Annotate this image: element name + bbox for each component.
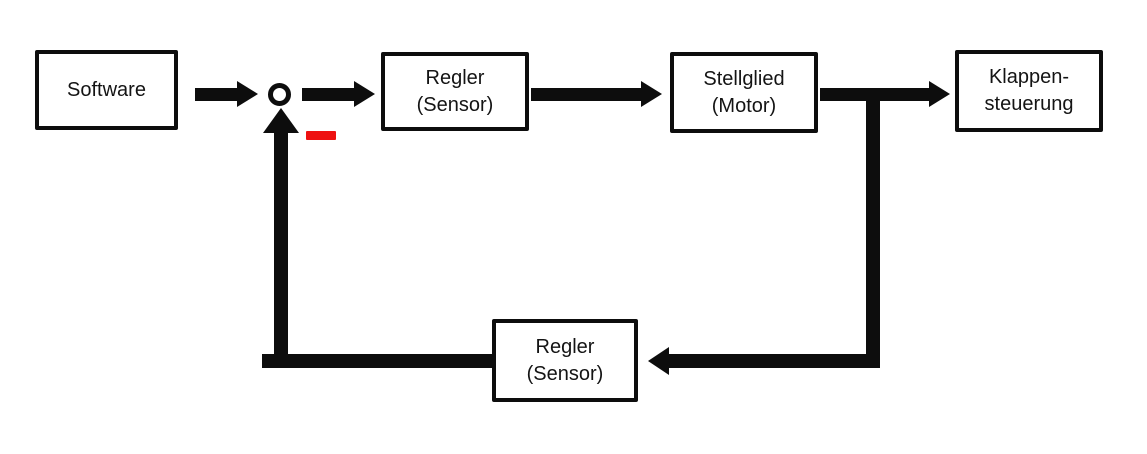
feedback-into-junction-head-icon bbox=[263, 108, 299, 133]
arrow-junction-to-regler-head-icon bbox=[354, 81, 375, 107]
arrow-stellglied-to-klappen-head-icon bbox=[929, 81, 950, 107]
node-regler-bottom-line2: (Sensor) bbox=[526, 362, 604, 385]
arrow-junction-to-regler-shaft bbox=[302, 88, 356, 101]
feedback-right-horizontal-line bbox=[666, 354, 880, 368]
node-regler-sensor-top: Regler (Sensor) bbox=[381, 52, 529, 131]
node-regler-sensor-bottom: Regler (Sensor) bbox=[492, 319, 638, 402]
node-software-label: Software bbox=[67, 78, 146, 101]
node-klappen-line1: Klappen- bbox=[988, 66, 1070, 88]
node-stellglied-motor: Stellglied (Motor) bbox=[670, 52, 818, 133]
node-regler-top-line1: Regler bbox=[425, 66, 485, 89]
node-klappensteuerung: Klappen- steuerung bbox=[955, 50, 1103, 132]
arrow-regler-to-stellglied-shaft bbox=[531, 88, 643, 101]
node-regler-top-line2: (Sensor) bbox=[416, 93, 494, 116]
feedback-left-horizontal-line bbox=[262, 354, 492, 368]
node-stellglied-line2: (Motor) bbox=[711, 94, 777, 117]
node-software: Software bbox=[35, 50, 178, 130]
node-regler-bottom-line1: Regler bbox=[535, 335, 595, 358]
feedback-into-regler-head-icon bbox=[648, 347, 669, 375]
arrow-software-to-junction-head-icon bbox=[237, 81, 258, 107]
minus-sign-icon bbox=[306, 131, 336, 140]
arrow-regler-to-stellglied-head-icon bbox=[641, 81, 662, 107]
node-stellglied-line1: Stellglied bbox=[703, 67, 785, 90]
feedback-up-vertical-line bbox=[274, 128, 288, 368]
summing-junction-icon bbox=[268, 83, 291, 106]
arrow-software-to-junction-shaft bbox=[195, 88, 239, 101]
feedback-branch-vertical-line bbox=[866, 94, 880, 368]
node-klappen-line2: steuerung bbox=[984, 93, 1074, 115]
